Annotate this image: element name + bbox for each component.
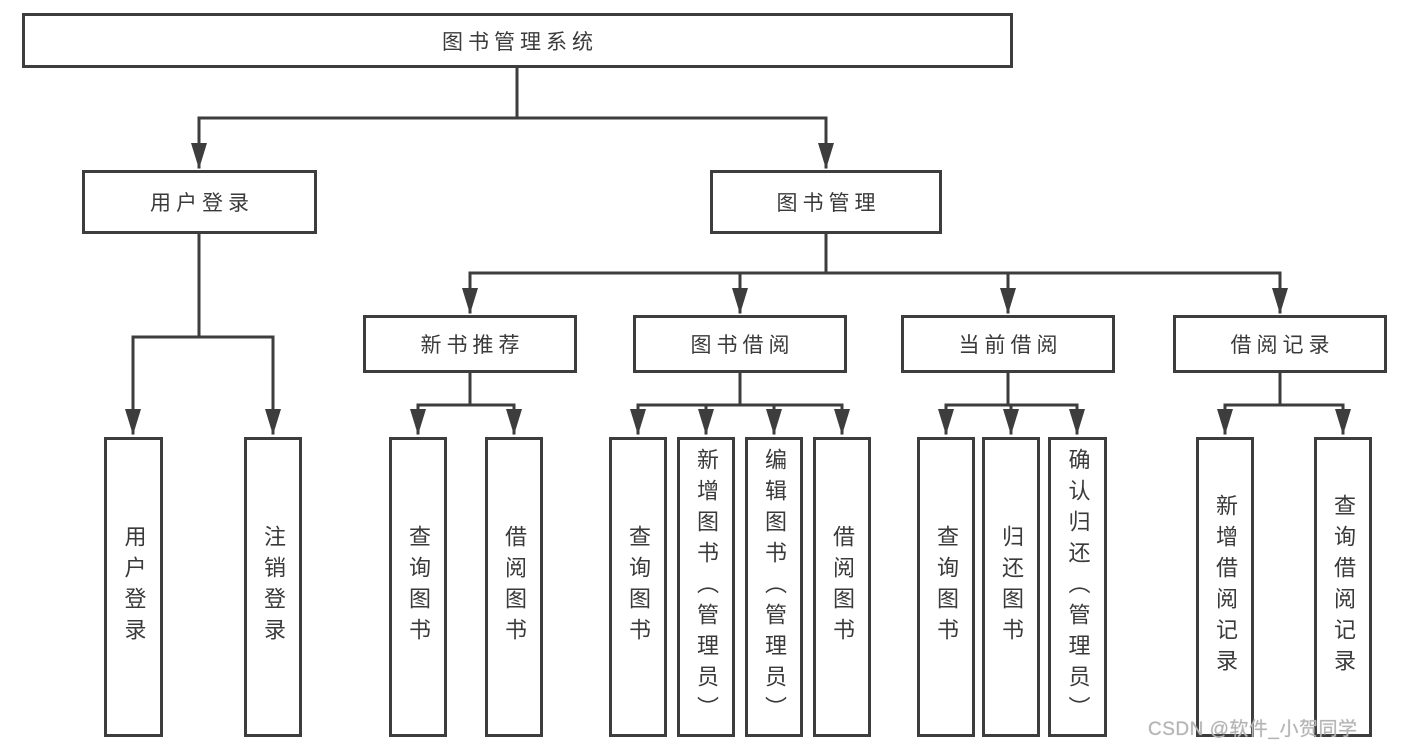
node-label: 当前借阅 [958,334,1063,357]
node-label: 图书借阅 [690,334,795,357]
node-library-system: 图书管理系统 [22,13,1013,68]
node-label: 图书管理系统 [442,30,598,54]
node-book-borrow: 图书借阅 [633,315,847,373]
node-borrow-record: 借阅记录 [1173,315,1387,373]
leaf-label: 借阅图书 [502,525,527,649]
leaf-add-book-admin: 新增图书（管理员） [677,437,735,737]
leaf-label: 确认归还（管理员） [1065,447,1091,727]
leaf-confirm-return-admin: 确认归还（管理员） [1048,437,1107,737]
leaf-borrow-query-book: 查询图书 [609,437,667,737]
node-label: 借阅记录 [1230,334,1335,357]
node-current-borrow: 当前借阅 [901,315,1115,373]
leaf-edit-book-admin: 编辑图书（管理员） [745,437,803,737]
leaf-label: 用户登录 [121,525,147,649]
leaf-label: 查询图书 [626,525,651,649]
leaf-user-login: 用户登录 [104,437,163,737]
leaf-label: 查询图书 [934,525,959,649]
node-label: 图书管理 [776,192,881,215]
node-label: 用户登录 [150,192,254,215]
leaf-label: 编辑图书（管理员） [762,447,787,727]
leaf-label: 新增图书（管理员） [694,447,719,727]
leaf-label: 注销登录 [261,525,286,649]
node-book-management: 图书管理 [710,170,942,234]
node-user-login: 用户登录 [82,170,317,234]
leaf-label: 查询图书 [406,525,431,649]
leaf-current-query-book: 查询图书 [917,437,975,737]
node-label: 新书推荐 [420,334,525,357]
leaf-label: 新增借阅记录 [1213,494,1238,680]
leaf-recommend-query-book: 查询图书 [389,437,447,737]
leaf-query-borrow-record: 查询借阅记录 [1314,437,1372,737]
leaf-label: 借阅图书 [830,525,855,649]
leaf-recommend-borrow-book: 借阅图书 [485,437,543,737]
leaf-logout: 注销登录 [244,437,302,737]
leaf-return-book: 归还图书 [982,437,1040,737]
leaf-label: 归还图书 [999,525,1024,649]
leaf-borrow-book: 借阅图书 [813,437,871,737]
node-new-book-recommend: 新书推荐 [363,315,577,373]
leaf-add-borrow-record: 新增借阅记录 [1196,437,1254,737]
csdn-watermark: CSDN @软件_小贺同学 [1148,719,1358,740]
leaf-label: 查询借阅记录 [1331,494,1356,680]
